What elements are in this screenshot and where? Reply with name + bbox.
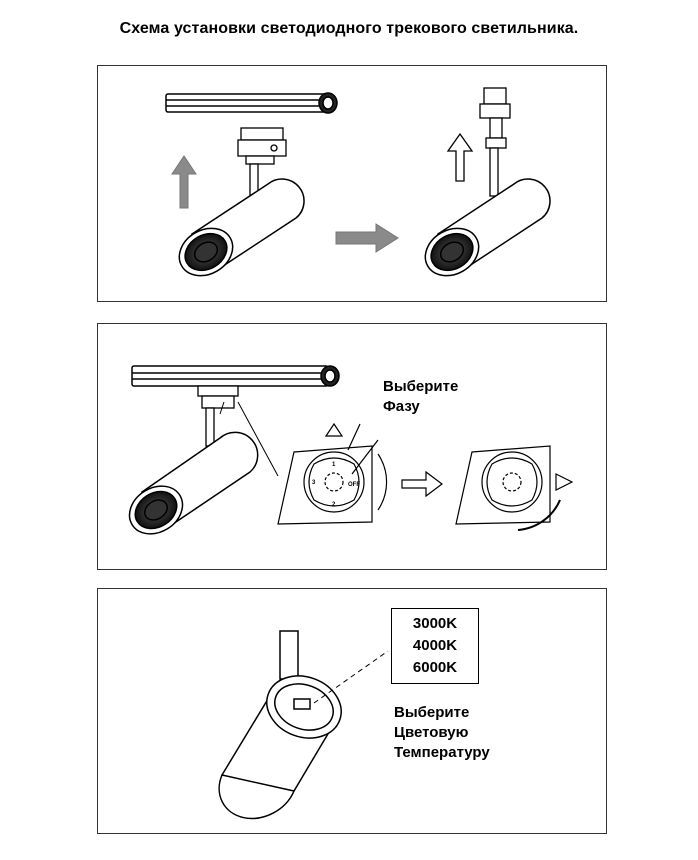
spotlight-body: [178, 178, 305, 277]
up-arrow-icon: [171, 155, 197, 209]
color-temperature-list: 3000K 4000K 6000K: [391, 608, 479, 684]
right-arrow-outline-icon: [401, 470, 443, 498]
spotlight-body: [128, 431, 259, 535]
track-rail: [165, 92, 338, 114]
step-3-panel: 3000K 4000K 6000K Выберите Цветовую Темп…: [97, 588, 607, 834]
track-adapter: [237, 127, 287, 199]
step-2-panel: 1 2 3 OFF Выберите Фазу: [97, 323, 607, 570]
track-adapter: [197, 385, 239, 447]
temp-3000k: 3000K: [412, 615, 458, 632]
step-1-illustration: [165, 87, 551, 277]
temp-4000k: 4000K: [412, 637, 458, 654]
step-2-illustration: 1 2 3 OFF: [128, 365, 574, 535]
phase-dial-after: [455, 445, 574, 531]
dial-marks: 1 2 3 OFF: [312, 462, 360, 508]
dial-mark-3: 3: [312, 480, 316, 486]
step-3-illustration: [218, 630, 389, 820]
select-phase-label: Выберите Фазу: [383, 378, 459, 415]
dial-mark-1: 1: [332, 462, 336, 468]
phase-dial-before: [277, 422, 388, 525]
dial-mark-2: 2: [332, 502, 336, 508]
right-arrow-icon: [335, 223, 399, 253]
temp-6000k: 6000K: [412, 659, 458, 676]
up-arrow-outline-icon: [446, 132, 474, 182]
spotlight-body-right: [424, 178, 551, 277]
step-1-panel: [97, 65, 607, 302]
dial-mark-off: OFF: [348, 482, 360, 488]
track-adapter-lifted: [479, 87, 511, 197]
page-title: Схема установки светодиодного трекового …: [119, 20, 579, 37]
spotlight-body: [218, 630, 342, 820]
track-rail: [131, 365, 340, 387]
select-color-temperature-label: Выберите Цветовую Температуру: [394, 704, 490, 761]
